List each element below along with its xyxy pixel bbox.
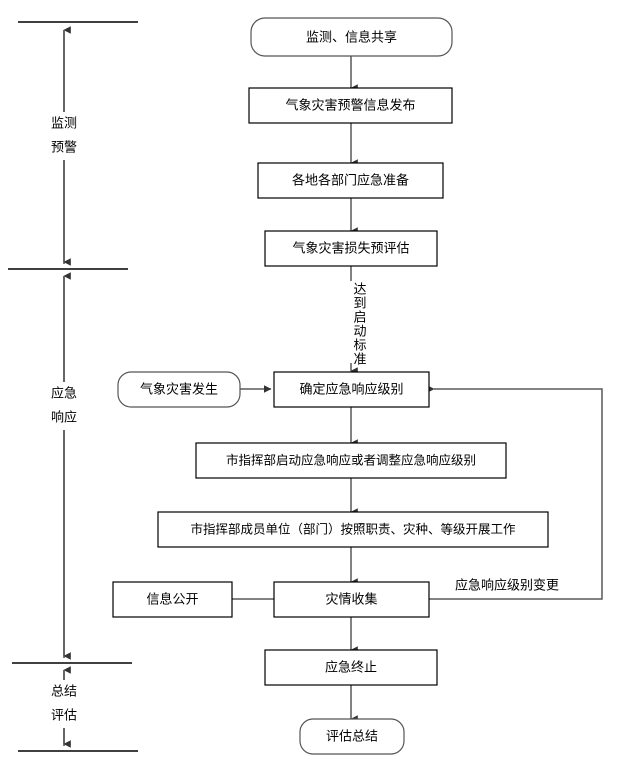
node-emergency-end[interactable]: 应急终止 bbox=[264, 649, 438, 686]
node-monitor-share[interactable]: 监测、信息共享 bbox=[250, 17, 453, 57]
node-warning-release-label: 气象灾害预警信息发布 bbox=[285, 98, 415, 114]
node-disaster-collect-label: 灾情收集 bbox=[325, 592, 377, 608]
node-info-disclosure-label: 信息公开 bbox=[146, 592, 198, 608]
edge-label-level-change: 应急响应级别变更 bbox=[455, 578, 559, 594]
node-emergency-prep-shape[interactable] bbox=[257, 162, 444, 199]
edge-label-activation-char-0: 达 bbox=[353, 283, 366, 298]
phase-label-response-line2: 响应 bbox=[51, 410, 77, 426]
phase-label-bg-summary bbox=[36, 680, 92, 728]
node-emergency-prep[interactable]: 各地各部门应急准备 bbox=[257, 162, 444, 199]
node-member-units-label: 市指挥部成员单位（部门）按照职责、灾种、等级开展工作 bbox=[190, 522, 516, 537]
edge-label-activation-char-2: 启 bbox=[353, 311, 366, 326]
node-disaster-collect-shape[interactable] bbox=[273, 581, 430, 618]
node-loss-assessment[interactable]: 气象灾害损失预评估 bbox=[264, 230, 438, 267]
node-monitor-share-shape[interactable] bbox=[250, 17, 453, 57]
edge-label-activation-char-4: 标 bbox=[353, 339, 366, 354]
node-determine-level[interactable]: 确定应急响应级别 bbox=[273, 371, 430, 408]
node-disaster-collect[interactable]: 灾情收集 bbox=[273, 581, 430, 618]
node-city-hq-start-shape[interactable] bbox=[195, 442, 507, 479]
node-member-units[interactable]: 市指挥部成员单位（部门）按照职责、灾种、等级开展工作 bbox=[157, 511, 549, 548]
node-eval-summary[interactable]: 评估总结 bbox=[299, 718, 405, 755]
node-warning-release-shape[interactable] bbox=[248, 87, 453, 124]
phase-axis: 监测 预警 应急 响应 总结 评估 bbox=[8, 21, 138, 752]
edge-label-activation-char-1: 到 bbox=[353, 297, 366, 312]
node-member-units-shape[interactable] bbox=[157, 511, 549, 548]
node-loss-assessment-shape[interactable] bbox=[264, 230, 438, 267]
node-disaster-occurs[interactable]: 气象灾害发生 bbox=[117, 371, 241, 408]
edge-feedback-level-change bbox=[427, 385, 603, 600]
phase-label-summary-line1: 总结 bbox=[51, 685, 77, 700]
edge-label-activation-char-5: 准 bbox=[353, 353, 366, 368]
phase-label-summary-line2: 评估 bbox=[51, 709, 77, 724]
node-eval-summary-label: 评估总结 bbox=[326, 730, 378, 745]
phase-label-monitoring-line2: 预警 bbox=[51, 140, 77, 156]
node-emergency-prep-label: 各地各部门应急准备 bbox=[292, 173, 409, 189]
node-city-hq-start[interactable]: 市指挥部启动应急响应或者调整应急响应级别 bbox=[195, 442, 507, 479]
node-monitor-share-label: 监测、信息共享 bbox=[306, 30, 397, 46]
node-disaster-occurs-label: 气象灾害发生 bbox=[140, 382, 218, 398]
node-determine-level-label: 确定应急响应级别 bbox=[299, 382, 403, 398]
node-emergency-end-shape[interactable] bbox=[264, 649, 438, 686]
node-disaster-occurs-shape[interactable] bbox=[117, 371, 241, 408]
node-eval-summary-shape[interactable] bbox=[299, 718, 405, 755]
edge-label-bg-activation bbox=[338, 281, 364, 363]
phase-label-bg-monitoring bbox=[36, 112, 92, 160]
node-city-hq-start-label: 市指挥部启动应急响应或者调整应急响应级别 bbox=[226, 453, 476, 468]
node-determine-level-shape[interactable] bbox=[273, 371, 430, 408]
node-info-disclosure[interactable]: 信息公开 bbox=[112, 581, 233, 618]
edge-label-group: 达 到 启 动 标 准 应急响应级别变更 bbox=[338, 281, 559, 594]
edge-label-activation-char-3: 动 bbox=[353, 325, 366, 340]
node-loss-assessment-label: 气象灾害损失预评估 bbox=[292, 241, 409, 257]
phase-label-monitoring-line1: 监测 bbox=[51, 117, 77, 132]
phase-label-bg-response bbox=[36, 382, 92, 430]
node-emergency-end-label: 应急终止 bbox=[325, 660, 377, 676]
phase-label-response-line1: 应急 bbox=[51, 386, 77, 402]
node-info-disclosure-shape[interactable] bbox=[112, 581, 233, 618]
node-warning-release[interactable]: 气象灾害预警信息发布 bbox=[248, 87, 453, 124]
